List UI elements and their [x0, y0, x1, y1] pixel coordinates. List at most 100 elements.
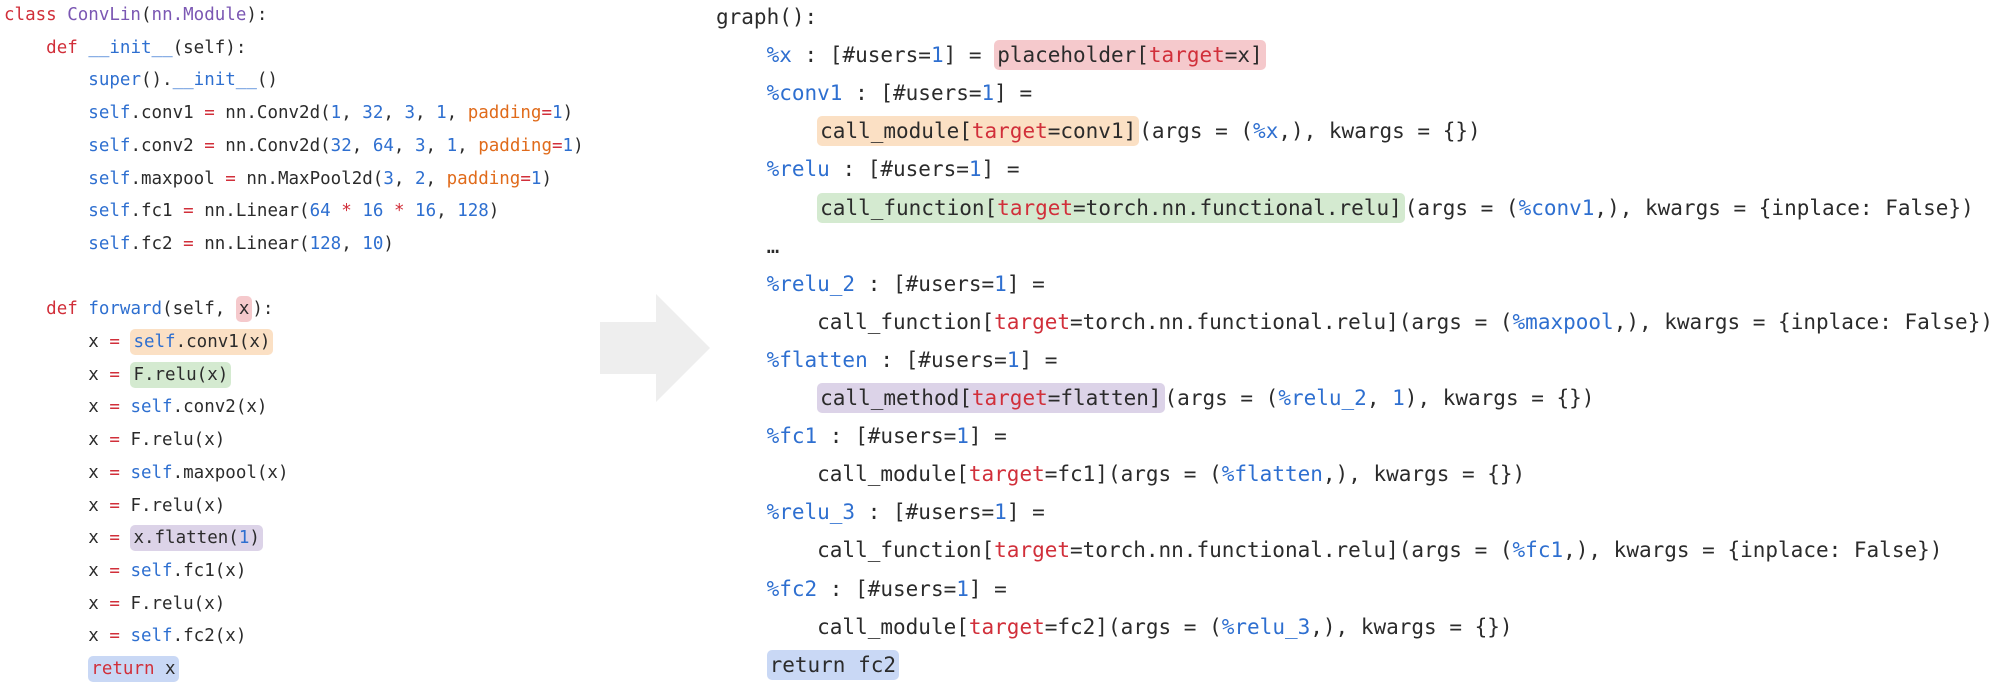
- code-token: .fc2(x): [172, 626, 247, 647]
- code-line: call_module[target=fc2](args = (%relu_3,…: [716, 612, 1513, 642]
- code-token: ] =: [1006, 500, 1045, 525]
- code-token: ] =: [981, 157, 1020, 182]
- code-token: .conv2(x): [172, 397, 268, 418]
- code-token: call_function[: [716, 309, 995, 334]
- code-line: call_function[target=torch.nn.functional…: [716, 307, 1993, 337]
- code-line: self.maxpool = nn.MaxPool2d(3, 2, paddin…: [4, 165, 552, 193]
- code-token: [716, 157, 767, 181]
- code-token: nn.MaxPool2d(: [235, 168, 384, 189]
- code-token: .conv2: [130, 135, 205, 156]
- code-token: 2: [414, 168, 426, 189]
- code-token: F.relu(x): [119, 495, 226, 516]
- code-line: %relu : [#users=1] =: [716, 154, 1020, 184]
- code-token: target: [968, 614, 1045, 639]
- code-line: call_method[target=flatten](args = (%rel…: [716, 383, 1594, 413]
- code-token: [4, 38, 46, 58]
- code-token: target: [997, 195, 1074, 220]
- code-token: .conv1(x): [175, 332, 271, 352]
- code-token: ,), kwargs = {}): [1310, 614, 1513, 639]
- code-token: __init__: [172, 70, 257, 91]
- code-token: %fc1: [1512, 538, 1564, 563]
- code-token: 1: [981, 81, 995, 106]
- code-line: def forward(self, x):: [4, 295, 273, 323]
- code-token: self: [88, 168, 131, 189]
- code-token: =: [204, 103, 215, 124]
- code-token: [716, 424, 767, 448]
- code-token: [4, 659, 88, 679]
- code-token: =: [183, 233, 194, 254]
- code-token: [716, 81, 767, 105]
- code-token: ,: [425, 168, 447, 189]
- code-token: %fc1: [766, 424, 818, 449]
- code-token: 1: [1006, 347, 1020, 372]
- code-line: x = F.relu(x): [4, 361, 232, 389]
- code-token: %flatten: [1221, 462, 1323, 487]
- code-token: ,: [457, 135, 479, 156]
- code-token: 1: [956, 576, 969, 601]
- code-token: =: [225, 168, 236, 189]
- code-token: [120, 561, 131, 581]
- code-token: ), kwargs = {}): [1404, 386, 1595, 410]
- code-token: 16: [415, 201, 437, 222]
- code-line: x = x.flatten(1): [4, 524, 263, 552]
- code-line: return fc2: [716, 649, 900, 680]
- code-token: [716, 119, 817, 143]
- code-token: def: [46, 299, 89, 320]
- code-line: %x : [#users=1] = placeholder[target=x]: [716, 40, 1266, 71]
- code-token: : [#users=: [842, 81, 982, 106]
- code-token: return: [91, 659, 155, 679]
- code-token: class: [4, 5, 68, 25]
- code-token: %relu_3: [766, 500, 856, 525]
- code-token: =fc2](args = (: [1044, 614, 1222, 639]
- code-token: %relu_2: [766, 271, 856, 296]
- code-token: ): [573, 135, 584, 156]
- code-token: : [#users=: [855, 271, 995, 296]
- code-token: %relu_3: [1221, 614, 1311, 639]
- code-token: [383, 201, 394, 221]
- code-token: : [#users=: [867, 347, 1007, 372]
- code-line: class ConvLin(nn.Module):: [4, 1, 267, 29]
- code-line: %fc1 : [#users=1] =: [716, 421, 1007, 451]
- code-line: return x: [4, 655, 179, 683]
- code-token: ,: [351, 135, 373, 156]
- code-line: x = F.relu(x): [4, 590, 225, 618]
- code-token: ): [562, 103, 574, 124]
- code-token: : [#users=: [829, 157, 969, 182]
- code-token: 1: [436, 103, 447, 124]
- code-token: call_function[: [716, 538, 995, 563]
- code-token: ,: [393, 168, 415, 189]
- code-token: 128: [457, 201, 489, 222]
- code-token: self: [130, 397, 173, 418]
- code-token: 1: [994, 271, 1007, 296]
- code-token: =: [552, 135, 563, 156]
- code-token: =: [109, 528, 120, 549]
- code-token: *: [393, 201, 405, 222]
- code-line: self.conv1 = nn.Conv2d(1, 32, 3, 1, padd…: [4, 99, 573, 127]
- highlight-green: F.relu(x): [130, 361, 232, 388]
- code-token: %relu_2: [1278, 386, 1367, 410]
- code-token: padding: [478, 135, 552, 156]
- code-token: target: [1148, 43, 1225, 68]
- code-token: ] =: [968, 576, 1007, 601]
- code-token: 1: [530, 168, 542, 189]
- code-line: x = self.conv2(x): [4, 393, 267, 421]
- code-token: x: [4, 430, 110, 451]
- code-line: self.conv2 = nn.Conv2d(32, 64, 3, 1, pad…: [4, 132, 584, 160]
- code-token: =: [109, 495, 120, 516]
- code-token: x: [4, 626, 110, 647]
- code-token: =: [109, 560, 120, 581]
- code-token: [716, 500, 767, 524]
- code-token: ] =: [1019, 347, 1058, 372]
- code-line: self.fc1 = nn.Linear(64 * 16 * 16, 128): [4, 197, 499, 225]
- code-token: F.relu(x): [119, 430, 226, 451]
- code-token: …: [716, 233, 780, 258]
- code-token: x: [4, 560, 110, 581]
- code-line: %fc2 : [#users=1] =: [716, 574, 1007, 604]
- code-token: self: [88, 103, 131, 124]
- code-token: =: [109, 462, 120, 483]
- code-token: ,), kwargs = {inplace: False}): [1613, 309, 1993, 334]
- code-line: …: [716, 231, 780, 261]
- code-token: self: [88, 233, 131, 254]
- code-token: ,), kwargs = {inplace: False}): [1563, 538, 1943, 563]
- code-token: x.flatten(: [133, 528, 239, 549]
